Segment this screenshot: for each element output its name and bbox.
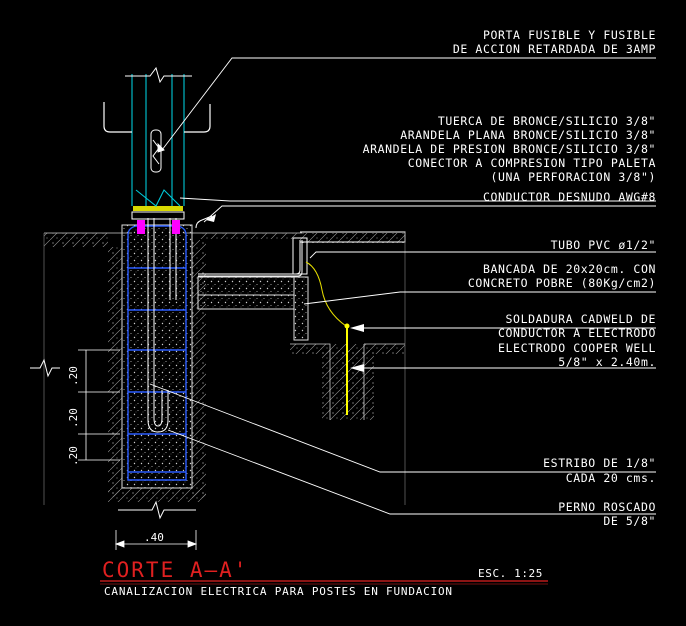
conductor-to-electrode — [305, 261, 347, 327]
label-conector-2: (UNA PERFORACION 3/8") — [490, 170, 656, 184]
pole-hook-right — [184, 104, 211, 133]
pole — [131, 74, 185, 207]
label-estribo-1: ESTRIBO DE 1/8" — [543, 456, 656, 470]
bottom-break-line — [118, 500, 196, 520]
arrow-electrode — [350, 364, 364, 372]
pvc-tube — [198, 240, 303, 277]
ground-surface-mid — [200, 233, 300, 239]
label-soldadura-1: SOLDADURA CADWELD DE — [505, 312, 656, 326]
earth-bottom — [108, 488, 206, 502]
leader-lines — [149, 57, 656, 515]
dimension-v1: .20 — [67, 366, 80, 386]
connector-left — [137, 220, 145, 234]
base-plate — [131, 211, 185, 220]
label-perno-1: PERNO ROSCADO — [558, 500, 656, 514]
ground-surface-left — [44, 233, 108, 247]
dimension-lines — [78, 349, 198, 550]
label-bancada-1: BANCADA DE 20x20cm. CON — [482, 262, 656, 276]
dimension-width: .40 — [144, 531, 164, 544]
electrode-pit — [290, 343, 405, 420]
label-tuerca: TUERCA DE BRONCE/SILICIO 3/8" — [437, 114, 656, 128]
label-porta-fusible-1: PORTA FUSIBLE Y FUSIBLE — [482, 28, 656, 42]
label-conector-1: CONECTOR A COMPRESION TIPO PALETA — [407, 156, 656, 170]
label-perno-2: DE 5/8" — [603, 514, 656, 528]
label-porta-fusible-2: DE ACCION RETARDADA DE 3AMP — [452, 42, 656, 56]
label-bancada-2: CONCRETO POBRE (80Kg/cm2) — [467, 276, 656, 290]
drawing-scale: ESC. 1:25 — [478, 567, 544, 580]
label-conductor: CONDUCTOR DESNUDO AWG#8 — [482, 190, 656, 204]
pvc-riser — [292, 237, 308, 275]
pole-break-line — [125, 66, 192, 84]
label-arandela-presion: ARANDELA DE PRESION BRONCE/SILICIO 3/8" — [362, 142, 656, 156]
dimension-v2: .20 — [67, 408, 80, 428]
label-electrodo-1: ELECTRODO COOPER WELL — [498, 341, 656, 355]
label-estribo-2: CADA 20 cms. — [565, 471, 656, 485]
anchor-bolt — [147, 218, 177, 433]
duct-bank-lower — [197, 294, 295, 310]
duct-bank-elbow — [293, 276, 309, 341]
bolt-nuts — [133, 206, 183, 211]
duct-bank-concrete — [197, 276, 295, 296]
bare-conductor — [195, 215, 213, 229]
pole-hook-left — [103, 102, 132, 133]
label-arandela-plana: ARANDELA PLANA BRONCE/SILICIO 3/8" — [400, 128, 656, 142]
cadweld-joint — [344, 323, 350, 329]
earth-left — [108, 247, 122, 497]
ground-surface-right — [300, 233, 405, 243]
arrow-conductor — [206, 214, 216, 222]
connector-right — [172, 220, 180, 234]
drawing-subtitle: CANALIZACION ELECTRICA PARA POSTES EN FU… — [104, 585, 453, 598]
drawing-title: CORTE A–A' — [102, 558, 249, 582]
dimension-v3: .20 — [67, 446, 80, 466]
label-electrodo-2: 5/8" x 2.40m. — [558, 355, 656, 369]
label-tubo-pvc: TUBO PVC ø1/2" — [550, 238, 656, 252]
arrow-cadweld — [350, 324, 364, 332]
fuse-symbol — [152, 139, 160, 165]
excavation-outline — [43, 232, 406, 505]
left-break-line — [30, 358, 60, 378]
foundation-concrete — [121, 224, 193, 489]
label-soldadura-2: CONDUCTOR A ELECTRODO — [498, 326, 656, 340]
